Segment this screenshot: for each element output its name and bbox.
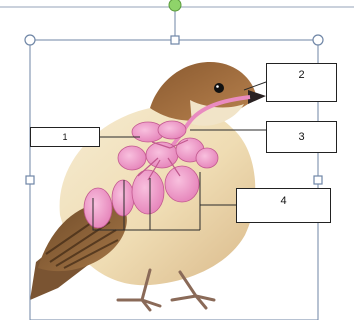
resize-handle-top-center[interactable] bbox=[170, 35, 180, 45]
leader-lines bbox=[92, 81, 267, 231]
label-1-text: 1 bbox=[62, 132, 68, 142]
label-box-3[interactable]: 3 bbox=[266, 121, 337, 153]
bird-head bbox=[150, 62, 256, 121]
bird-beak bbox=[248, 90, 266, 104]
lung-left bbox=[117, 145, 147, 171]
label-4-text: 4 bbox=[280, 195, 287, 207]
bird-eye bbox=[214, 83, 224, 93]
resize-handle-top-right[interactable] bbox=[312, 34, 324, 46]
bronchi bbox=[137, 139, 189, 181]
label-box-1[interactable]: 1 bbox=[30, 127, 100, 147]
leader-line-2 bbox=[243, 81, 267, 91]
bird-legs bbox=[116, 268, 216, 312]
bird-wing-stripes bbox=[45, 213, 119, 269]
air-sac-lower-mid-left bbox=[111, 179, 135, 217]
leader-line-4 bbox=[92, 172, 236, 231]
selection-frame bbox=[24, 34, 324, 320]
bird-cheek bbox=[190, 100, 244, 126]
label-box-4[interactable]: 4 bbox=[236, 188, 331, 223]
rotate-handle[interactable] bbox=[168, 0, 182, 12]
resize-handle-middle-right[interactable] bbox=[313, 175, 323, 185]
air-sac-lower-left bbox=[83, 187, 113, 229]
air-sac-upper-mid bbox=[157, 120, 187, 140]
label-2-text: 2 bbox=[298, 69, 305, 81]
resize-handle-top-left[interactable] bbox=[24, 34, 36, 46]
lungs-and-air-sacs bbox=[83, 120, 219, 229]
air-sac-lower-mid bbox=[131, 169, 165, 215]
air-sac-right-front bbox=[195, 147, 219, 169]
air-sac-lower-right bbox=[164, 165, 200, 203]
resize-handle-middle-left[interactable] bbox=[25, 175, 35, 185]
label-3-text: 3 bbox=[298, 131, 305, 143]
bird-eye-shine bbox=[216, 85, 219, 88]
label-box-2[interactable]: 2 bbox=[266, 63, 337, 102]
trachea bbox=[168, 95, 251, 150]
bird-illustration bbox=[30, 62, 266, 312]
